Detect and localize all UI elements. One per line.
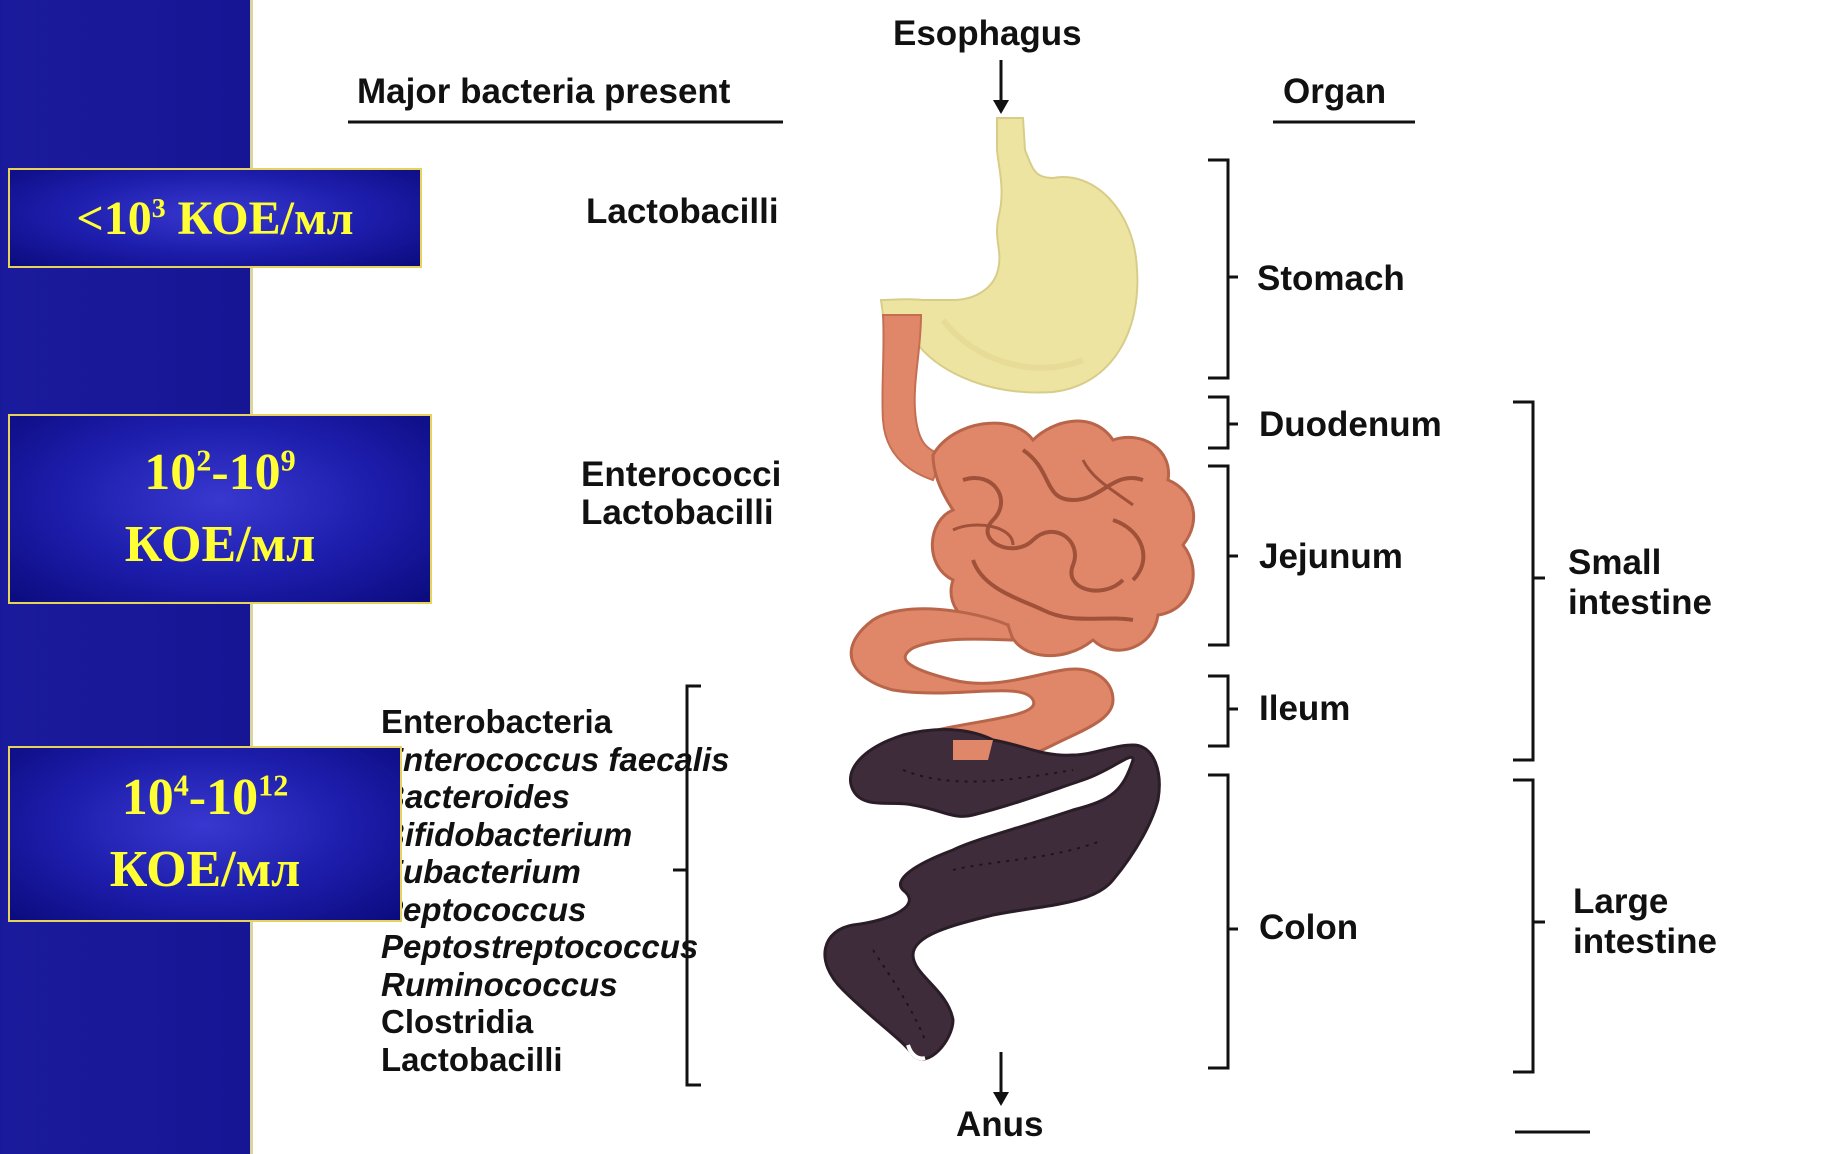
anus-label: Anus	[956, 1105, 1044, 1145]
cfu-small-exp1: 2	[196, 444, 211, 478]
organ-large-intestine-1: Large	[1573, 883, 1668, 921]
small-intestine-bacteria-2: Lactobacilli	[581, 494, 774, 532]
colon-bacteria-item: Ruminococcus	[381, 966, 730, 1004]
colon-bacteria-item: Lactobacilli	[381, 1041, 730, 1079]
cfu-small-unit: КОЕ/мл	[10, 509, 430, 581]
colon-bacteria-list: Enterobacteria Enterococcus faecalis Bac…	[381, 703, 730, 1078]
diagram-panel: Major bacteria present Organ Esophagus A…	[250, 0, 1833, 1154]
esophagus-label: Esophagus	[893, 14, 1082, 54]
cfu-colon-exp1: 4	[174, 769, 189, 803]
cfu-stomach-base: <10	[76, 192, 151, 245]
organ-large-intestine-2: intestine	[1573, 923, 1717, 961]
organ-duodenum: Duodenum	[1259, 406, 1442, 444]
colon-bracket	[1208, 775, 1238, 1068]
colon-bacteria-item: Peptococcus	[381, 891, 730, 929]
cfu-label-stomach: <103 КОЕ/мл	[8, 168, 422, 268]
duodenum-bracket	[1208, 397, 1238, 448]
colon-bacteria-item: Enterobacteria	[381, 703, 730, 741]
colon-bacteria-item: Eubacterium	[381, 853, 730, 891]
cfu-stomach-exp: 3	[152, 193, 166, 224]
colon-shape	[825, 730, 1159, 1060]
colon-bacteria-item: Clostridia	[381, 1003, 730, 1041]
cfu-label-small-intestine: 102-109 КОЕ/мл	[8, 414, 432, 604]
small-intestine-bracket	[1513, 402, 1545, 760]
cfu-colon-base1: 10	[122, 769, 174, 826]
jejunum-bracket	[1208, 466, 1238, 645]
colon-bacteria-item: Peptostreptococcus	[381, 928, 730, 966]
stomach-bracket	[1208, 160, 1238, 378]
cfu-small-exp2: 9	[281, 444, 296, 478]
cfu-colon-base2: -10	[189, 769, 258, 826]
cfu-stomach-unit: КОЕ/мл	[178, 192, 354, 245]
cfu-colon-unit: КОЕ/мл	[10, 834, 400, 906]
small-intestine-bacteria-1: Enterococci	[581, 456, 781, 494]
cfu-label-colon: 104-1012 КОЕ/мл	[8, 746, 402, 922]
organ-stomach: Stomach	[1257, 260, 1405, 298]
stomach-bacteria: Lactobacilli	[586, 193, 779, 231]
large-intestine-bracket	[1513, 780, 1545, 1072]
bacteria-header: Major bacteria present	[357, 72, 730, 112]
organ-small-intestine-1: Small	[1568, 544, 1661, 582]
ileum-bracket	[1208, 676, 1238, 746]
organ-header: Organ	[1283, 72, 1386, 112]
colon-bacteria-item: Bacteroides	[381, 778, 730, 816]
organ-ileum: Ileum	[1259, 690, 1350, 728]
cfu-small-base1: 10	[144, 444, 196, 501]
organ-jejunum: Jejunum	[1259, 538, 1403, 576]
colon-bacteria-item: Enterococcus faecalis	[381, 741, 730, 779]
organ-colon: Colon	[1259, 909, 1358, 947]
organ-small-intestine-2: intestine	[1568, 584, 1712, 622]
colon-bacteria-item: Bifidobacterium	[381, 816, 730, 854]
cfu-small-base2: -10	[211, 444, 280, 501]
cfu-colon-exp2: 12	[258, 769, 288, 803]
